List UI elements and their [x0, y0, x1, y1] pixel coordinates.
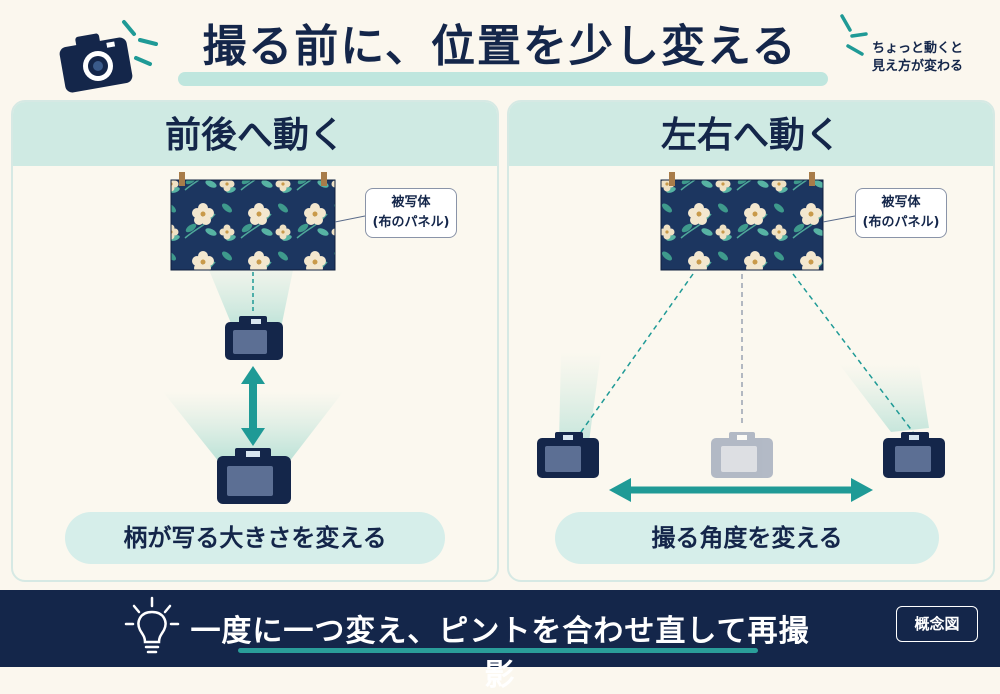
subject-sublabel: (布のパネル) — [372, 215, 450, 230]
camera-icon — [59, 20, 158, 93]
view-beam — [839, 364, 929, 432]
lightbulb-icon — [124, 596, 180, 654]
panel-left-right: 左右へ動く — [507, 100, 995, 582]
fabric-panel — [170, 172, 336, 271]
subject-label: 被写体 — [881, 195, 921, 210]
double-arrow-vertical — [241, 366, 265, 446]
callout-leader — [334, 215, 366, 223]
camera-far — [217, 448, 291, 504]
view-beam — [209, 270, 293, 328]
side-note: ちょっと動くと 見え方が変わる — [872, 40, 992, 76]
double-arrow-horizontal — [609, 478, 873, 502]
side-note-line1: ちょっと動くと — [872, 41, 964, 56]
camera-near — [225, 316, 283, 360]
camera-center-faded — [711, 432, 773, 478]
callout-leader — [822, 215, 856, 223]
forward-backward-diagram — [163, 172, 366, 504]
footer-message: 一度に一つ変え、ピントを合わせ直して再撮影 — [190, 614, 810, 693]
side-note-sparkle — [840, 14, 868, 56]
panel-forward-backward: 前後へ動く — [11, 100, 499, 582]
fabric-panel — [660, 172, 824, 271]
header: 撮る前に、位置を少し変える ちょっと動くと 見え方が変わる — [0, 0, 1000, 100]
footer-bar: 一度に一つ変え、ピントを合わせ直して再撮影 概念図 — [0, 590, 1000, 693]
panel-heading: 左右へ動く — [509, 102, 993, 166]
camera-right — [883, 432, 945, 478]
caption-pill: 撮る角度を変える — [555, 512, 939, 564]
left-right-diagram — [537, 172, 945, 502]
subject-sublabel: (布のパネル) — [862, 215, 940, 230]
title-underline — [178, 72, 828, 86]
footer-underline — [238, 648, 758, 653]
view-beam — [559, 352, 601, 442]
page-title: 撮る前に、位置を少し変える — [202, 21, 798, 72]
concept-badge: 概念図 — [896, 606, 978, 642]
subject-callout: 被写体 (布のパネル) — [365, 188, 457, 238]
subject-callout: 被写体 (布のパネル) — [855, 188, 947, 238]
caption-pill: 柄が写る大きさを変える — [65, 512, 445, 564]
sight-line-right — [792, 273, 914, 433]
panel-heading: 前後へ動く — [13, 102, 497, 166]
side-note-line2: 見え方が変わる — [872, 59, 964, 74]
subject-label: 被写体 — [391, 195, 431, 210]
camera-left — [537, 432, 599, 478]
